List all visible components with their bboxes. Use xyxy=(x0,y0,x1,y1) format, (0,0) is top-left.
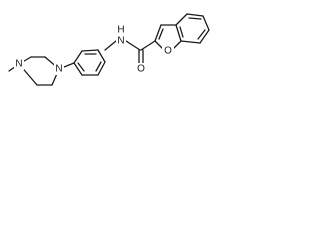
bond-phenyl-nh xyxy=(104,40,117,51)
atom-n-methyl: N xyxy=(14,58,24,70)
atom-label-o-carbonyl: O xyxy=(137,64,145,75)
atom-label-h-amide: H xyxy=(117,25,124,36)
atom-n-aryl: N xyxy=(54,63,64,75)
atom-label-n-aryl: N xyxy=(55,64,62,75)
bond-furan-double xyxy=(158,28,164,40)
atom-n-amide: N xyxy=(116,35,126,47)
bond-furan-c3-c2 xyxy=(154,24,162,42)
atom-label-o-furan: O xyxy=(164,46,172,57)
bond-benzo-double-3 xyxy=(179,26,184,38)
atom-o-carbonyl: O xyxy=(135,63,147,75)
bond-phenyl-4 xyxy=(97,61,106,76)
atom-label-n-amide: N xyxy=(117,36,124,47)
atom-h-amide: H xyxy=(116,24,126,36)
bond-phenyl-1 xyxy=(73,50,83,64)
chemical-structure: N N N H O O xyxy=(8,13,210,86)
bond-benzo-1 xyxy=(175,13,188,26)
bond-benzo-double-1 xyxy=(188,17,202,20)
atom-label-n-methyl: N xyxy=(15,59,22,70)
bond-benzo-double-2 xyxy=(197,29,206,40)
bond-carbonyl-furan xyxy=(140,40,156,51)
bond-phenyl-3 xyxy=(97,49,106,63)
bond-phenyl-double-3 xyxy=(77,62,85,72)
bond-phenyl-2 xyxy=(81,49,99,52)
bond-benzo-3 xyxy=(202,15,210,31)
bond-phenyl-double-2 xyxy=(95,61,102,72)
bond-furan-c7a-c3a xyxy=(175,24,182,42)
bond-phenyl-6 xyxy=(73,62,83,76)
bond-benzo-5 xyxy=(180,40,201,44)
bond-benzo-2 xyxy=(186,13,204,17)
atom-o-furan: O xyxy=(162,45,174,57)
bond-nh-carbonyl xyxy=(125,40,141,51)
bond-benzo-4 xyxy=(199,29,210,44)
